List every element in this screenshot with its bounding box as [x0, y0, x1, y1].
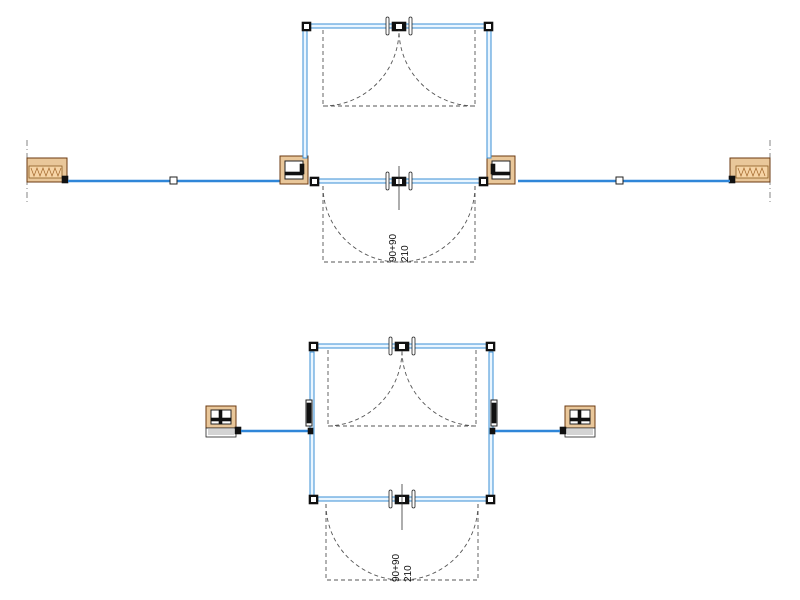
upper-plan: 90+90 210: [26, 16, 771, 263]
lower-door-width-label: 90+90: [391, 553, 402, 582]
upper-right-post: [486, 155, 516, 185]
upper-door-height-label: 210: [400, 245, 411, 262]
lower-right-post: [559, 405, 596, 438]
upper-left-wall-end: [26, 140, 69, 205]
upper-left-side-glass: [302, 29, 308, 159]
lower-inner-door-swing: [327, 349, 477, 427]
upper-inner-door-swing: [322, 29, 476, 107]
upper-outer-door-frame: [309, 166, 489, 210]
upper-right-wall-end: [728, 140, 771, 205]
lower-outer-door-frame: [308, 484, 496, 530]
upper-left-wall-clamp: [169, 176, 178, 185]
upper-right-side-glass: [486, 29, 492, 159]
upper-inner-door-frame: [301, 16, 494, 36]
lower-left-post: [205, 405, 242, 438]
upper-right-wall-clamp: [615, 176, 624, 185]
upper-door-width-label: 90+90: [388, 233, 399, 262]
lower-door-height-label: 210: [403, 565, 414, 582]
upper-left-post: [279, 155, 309, 185]
upper-outer-door-swing: [322, 185, 476, 263]
lower-inner-door-frame: [308, 336, 496, 356]
lower-outer-door-swing: [325, 503, 479, 581]
lower-plan: 90+90 210: [205, 336, 596, 582]
